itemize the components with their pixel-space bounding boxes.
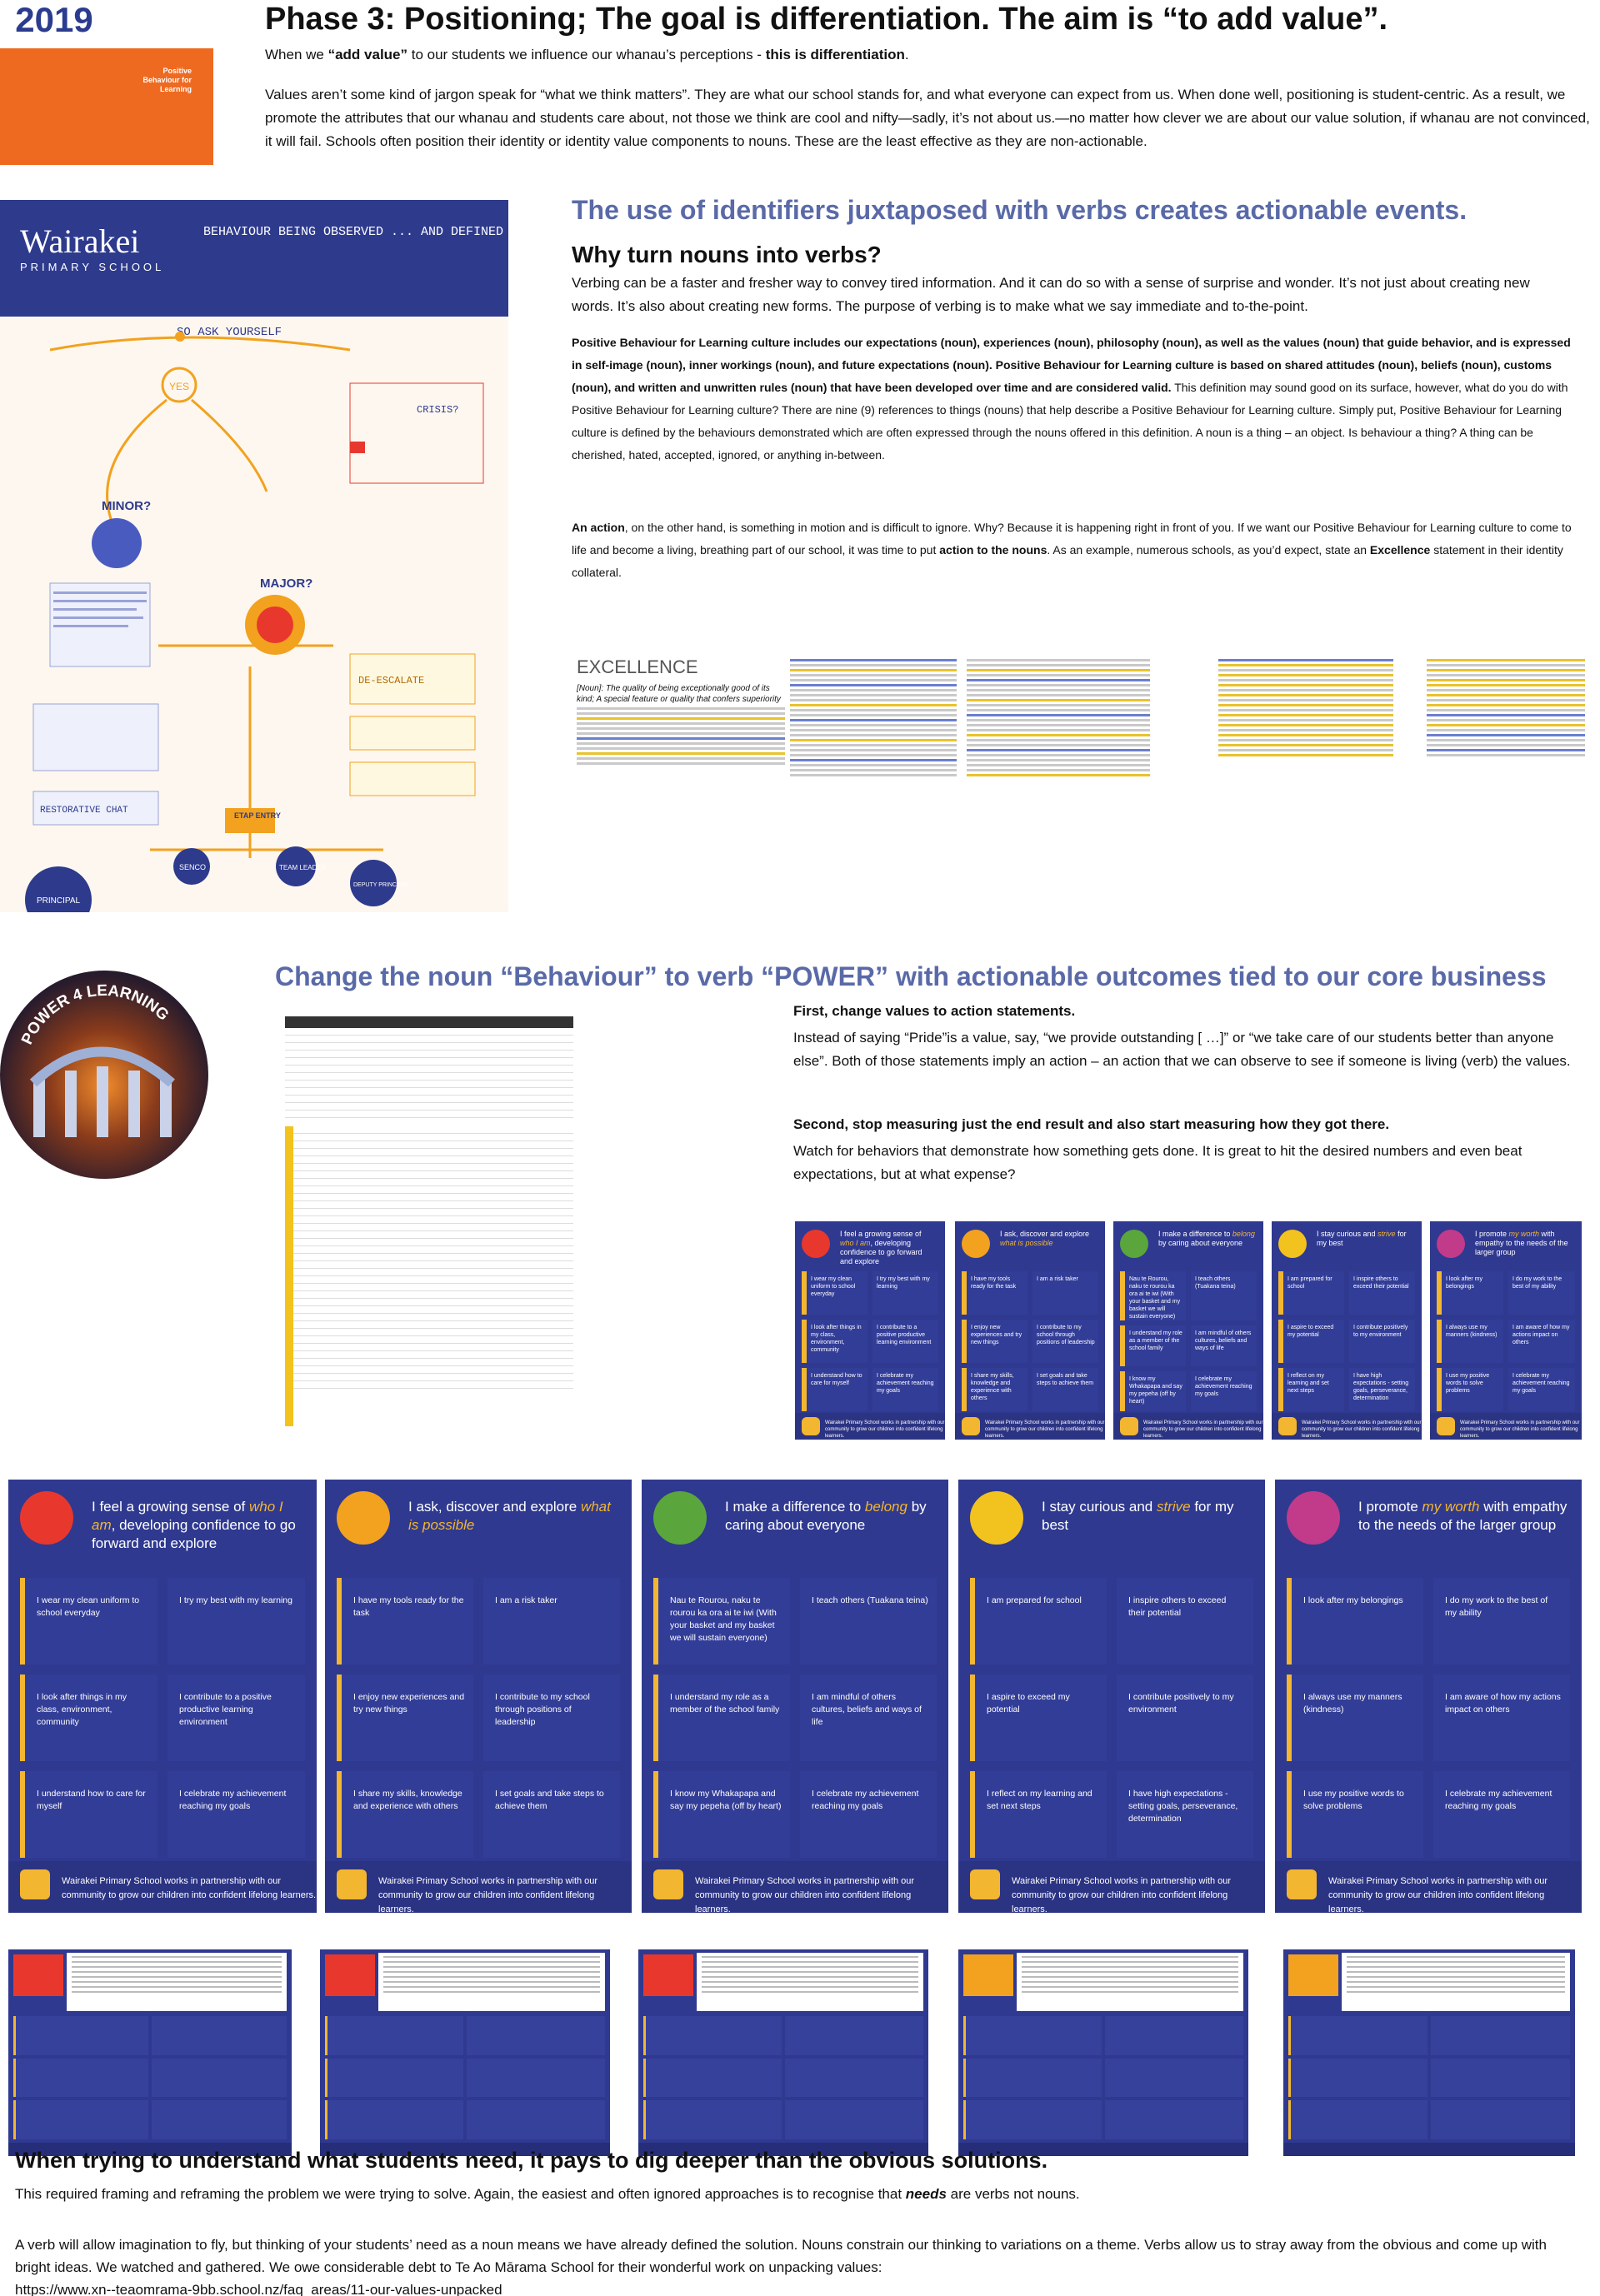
- mini-card-opportunity: I ask, discover and explore what is poss…: [955, 1221, 1105, 1440]
- mini-card-power: I feel a growing sense of who I am, deve…: [795, 1221, 945, 1440]
- verb-imagination-paragraph: A verb will allow imagination to fly, bu…: [15, 2237, 1547, 2296]
- identifiers-heading: The use of identifiers juxtaposed with v…: [572, 195, 1468, 225]
- whanau-emblem-icon: [653, 1491, 707, 1545]
- excellence-doc-page-5: [1427, 656, 1585, 898]
- svg-text:POWER 4 LEARNING: POWER 4 LEARNING: [18, 982, 172, 1047]
- mini-card-excellence: I stay curious and strive for my best I …: [1272, 1221, 1422, 1440]
- footer-logo-icon: [653, 1869, 683, 1899]
- why-heading: Why turn nouns into verbs?: [572, 242, 882, 267]
- deescalate-label: DE-ESCALATE: [358, 675, 424, 686]
- mini-card-respect: I promote my worth with empathy to the n…: [1430, 1221, 1582, 1440]
- power-emblem-icon: [802, 1230, 830, 1258]
- verbing-paragraph: Verbing can be a faster and fresher way …: [572, 275, 1530, 314]
- annotated-card-thumbnail-1: [8, 1949, 292, 2156]
- year-label: 2019: [15, 0, 93, 39]
- excellence-doc-page-3: [967, 656, 1150, 906]
- card-respect: I promote my worth with empathy to the n…: [1275, 1480, 1582, 1913]
- whanau-emblem-icon: [1120, 1230, 1148, 1258]
- footer-logo-icon: [20, 1869, 50, 1899]
- svg-text:YES: YES: [169, 381, 189, 392]
- footer-logo-icon: [1437, 1417, 1455, 1435]
- page-title: Phase 3: Positioning; The goal is differ…: [265, 2, 1388, 37]
- first-change-text: Instead of saying “Pride”is a value, say…: [793, 1030, 1571, 1069]
- svg-text:PRINCIPAL: PRINCIPAL: [37, 896, 80, 906]
- flowchart-diagram: SO ASK YOURSELF YES MINOR? MAJOR? CRISIS…: [25, 326, 484, 912]
- respect-emblem-icon: [1287, 1491, 1340, 1545]
- footer-logo-icon: [1287, 1869, 1317, 1899]
- values-table-image: [285, 1016, 573, 1426]
- card-power: I feel a growing sense of who I am, deve…: [8, 1480, 317, 1913]
- etap-label: ETAP ENTRY: [234, 811, 281, 820]
- svg-text:TEAM LEADER: TEAM LEADER: [279, 864, 327, 871]
- excellence-doc-page-1: EXCELLENCE [Noun]: The quality of being …: [577, 656, 785, 906]
- senco-node: [173, 848, 210, 885]
- footer-logo-icon: [802, 1417, 820, 1435]
- svg-text:SENCO: SENCO: [179, 863, 206, 871]
- svg-text:DEPUTY PRINCIPAL: DEPUTY PRINCIPAL: [353, 882, 409, 888]
- excellence-doc-page-4: [1218, 656, 1393, 898]
- poster-banner: BEHAVIOUR BEING OBSERVED ... AND DEFINED: [203, 225, 504, 239]
- annotated-card-thumbnail-4: [958, 1949, 1248, 2156]
- power-heading: Change the noun “Behaviour” to verb “POW…: [275, 961, 1547, 991]
- logo-text: Positive Behaviour for Learning: [142, 67, 192, 93]
- framing-paragraph: This required framing and reframing the …: [15, 2186, 1080, 2202]
- deputy-principal-node: [350, 860, 397, 906]
- card-opportunity: I ask, discover and explore what is poss…: [325, 1480, 632, 1913]
- card-excellence: I stay curious and strive for my best I …: [958, 1480, 1265, 1913]
- team-leader-node: [276, 846, 316, 886]
- respect-emblem-icon: [1437, 1230, 1465, 1258]
- minor-icon: [92, 518, 142, 568]
- card-whanau: I make a difference to belong by caring …: [642, 1480, 948, 1913]
- footer-logo-icon: [1120, 1417, 1138, 1435]
- opportunity-emblem-icon: [337, 1491, 390, 1545]
- ask-yourself-label: SO ASK YOURSELF: [177, 326, 282, 339]
- annotated-card-thumbnail-3: [638, 1949, 928, 2156]
- major-label: MAJOR?: [260, 576, 312, 591]
- crisis-label: CRISIS?: [417, 404, 458, 416]
- second-change-heading: Second, stop measuring just the end resu…: [793, 1116, 1390, 1132]
- pb4l-logo: Positive Behaviour for Learning: [0, 48, 213, 165]
- footer-logo-icon: [962, 1417, 980, 1435]
- excellence-emblem-icon: [970, 1491, 1023, 1545]
- mini-card-whanau: I make a difference to belong by caring …: [1113, 1221, 1263, 1440]
- excellence-doc-page-2: [790, 656, 957, 906]
- footer-logo-icon: [337, 1869, 367, 1899]
- excellence-emblem-icon: [1278, 1230, 1307, 1258]
- minor-label: MINOR?: [102, 499, 151, 513]
- first-change-heading: First, change values to action statement…: [793, 1003, 1076, 1019]
- intro-paragraph: Values aren’t some kind of jargon speak …: [265, 87, 1590, 149]
- action-paragraph: An action, on the other hand, is somethi…: [572, 521, 1572, 579]
- restorative-label: RESTORATIVE CHAT: [40, 806, 128, 816]
- power-4-learning-badge: POWER 4 LEARNING: [0, 971, 208, 1179]
- footer-logo-icon: [1278, 1417, 1297, 1435]
- annotated-card-thumbnail-5: [1283, 1949, 1575, 2156]
- second-change-text: Watch for behaviors that demonstrate how…: [793, 1143, 1522, 1182]
- power-emblem-icon: [20, 1491, 73, 1545]
- opportunity-emblem-icon: [962, 1230, 990, 1258]
- footer-logo-icon: [970, 1869, 1000, 1899]
- principal-node: [25, 866, 92, 912]
- pb4l-culture-paragraph: Positive Behaviour for Learning culture …: [572, 336, 1571, 462]
- yes-node: [161, 367, 198, 403]
- dig-deeper-heading: When trying to understand what students …: [15, 2148, 1048, 2173]
- annotated-card-thumbnail-2: [320, 1949, 610, 2156]
- te-ao-marama-link[interactable]: https://www.xn--teaomrama-9bb.school.nz/…: [15, 2282, 502, 2296]
- intro-line: When we “add value” to our students we i…: [265, 47, 909, 62]
